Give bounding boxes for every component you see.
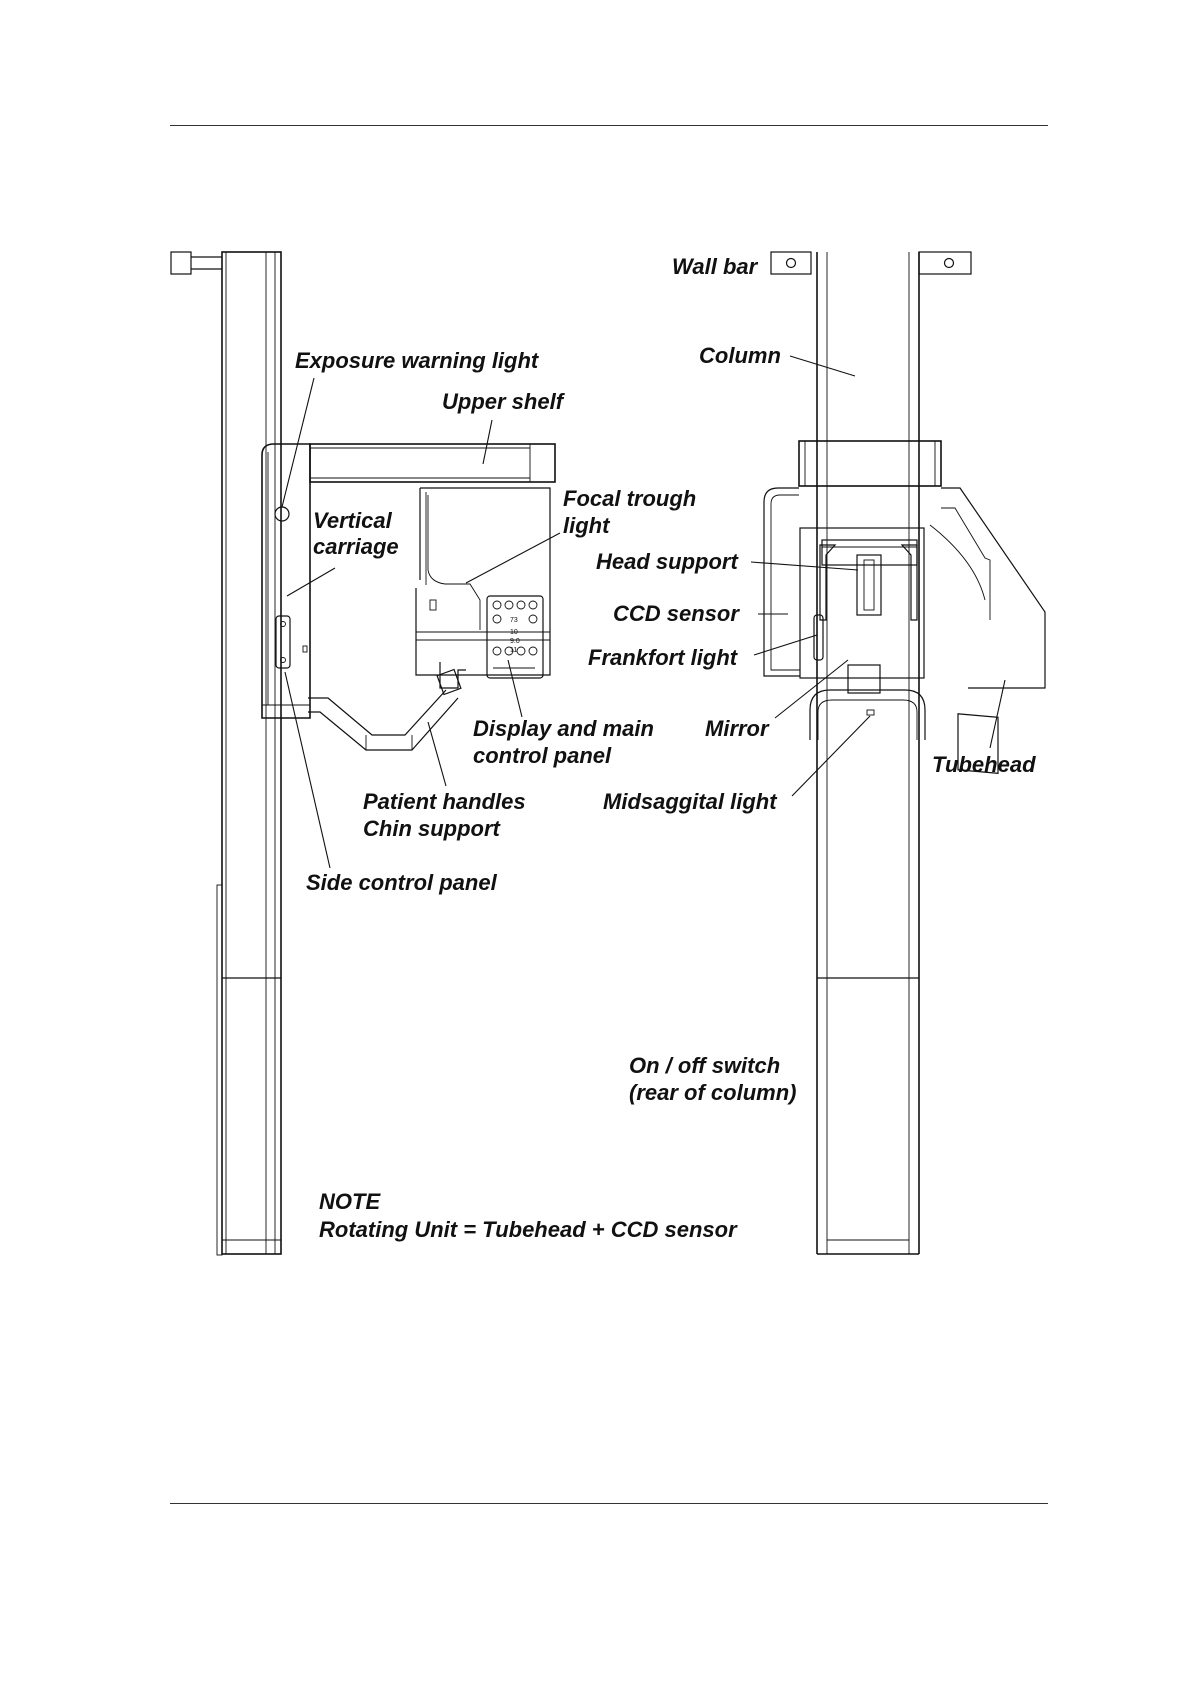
label-focal-trough-light-2: light <box>563 513 611 538</box>
label-ccd-sensor: CCD sensor <box>613 601 740 626</box>
upper-shelf <box>309 443 556 483</box>
panel-display-line2: 10 <box>510 629 518 636</box>
carriage-collar <box>798 440 942 487</box>
label-mirror: Mirror <box>705 716 770 741</box>
front-view <box>763 251 1046 1255</box>
exposure-warning-light <box>274 506 290 522</box>
label-display-panel-2: control panel <box>473 743 612 768</box>
note-text: Rotating Unit = Tubehead + CCD sensor <box>319 1217 738 1242</box>
label-on-off-switch-1: On / off switch <box>629 1053 780 1078</box>
frankfort-light-bar <box>813 614 824 661</box>
label-head-support: Head support <box>596 549 739 574</box>
label-chin-support: Chin support <box>363 816 502 841</box>
label-vertical-carriage-2: carriage <box>313 534 399 559</box>
label-tubehead: Tubehead <box>932 752 1036 777</box>
label-frankfort-light: Frankfort light <box>588 645 739 670</box>
side-control-panel <box>275 615 291 669</box>
label-side-control-panel: Side control panel <box>306 870 498 895</box>
label-column: Column <box>699 343 781 368</box>
label-upper-shelf: Upper shelf <box>442 389 566 414</box>
label-exposure-warning-light: Exposure warning light <box>295 348 540 373</box>
wall-bar <box>770 251 972 275</box>
rotating-arm <box>763 487 1046 774</box>
patient-handles <box>308 668 462 751</box>
label-vertical-carriage-1: Vertical <box>313 508 393 533</box>
label-wall-bar: Wall bar <box>672 254 759 279</box>
label-focal-trough-light-1: Focal trough <box>563 486 696 511</box>
side-view: 73 10 9.0 11 <box>170 251 556 1256</box>
display-main-control-panel: 73 10 9.0 11 <box>486 595 544 679</box>
label-patient-handles: Patient handles <box>363 789 526 814</box>
column-front <box>816 252 920 1255</box>
note-title: NOTE <box>319 1189 381 1214</box>
label-midsaggital-light: Midsaggital light <box>603 789 778 814</box>
header-rule <box>170 125 1048 126</box>
wall-bracket-side <box>170 251 222 275</box>
panel-display-line1: 73 <box>510 617 518 624</box>
labels: Wall bar Column Exposure warning light U… <box>295 254 1036 1242</box>
label-on-off-switch-2: (rear of column) <box>629 1080 796 1105</box>
head-support-assembly <box>799 527 925 694</box>
vertical-carriage <box>261 443 311 719</box>
footer-rule <box>170 1503 1048 1504</box>
panel-display-line4: 11 <box>510 647 517 654</box>
head-housing-side <box>415 487 551 689</box>
column-side <box>216 251 282 1256</box>
label-display-panel-1: Display and main <box>473 716 654 741</box>
chin-rest-front <box>809 689 926 740</box>
callout-lines <box>281 355 1006 869</box>
panel-display-line3: 9.0 <box>510 638 520 645</box>
